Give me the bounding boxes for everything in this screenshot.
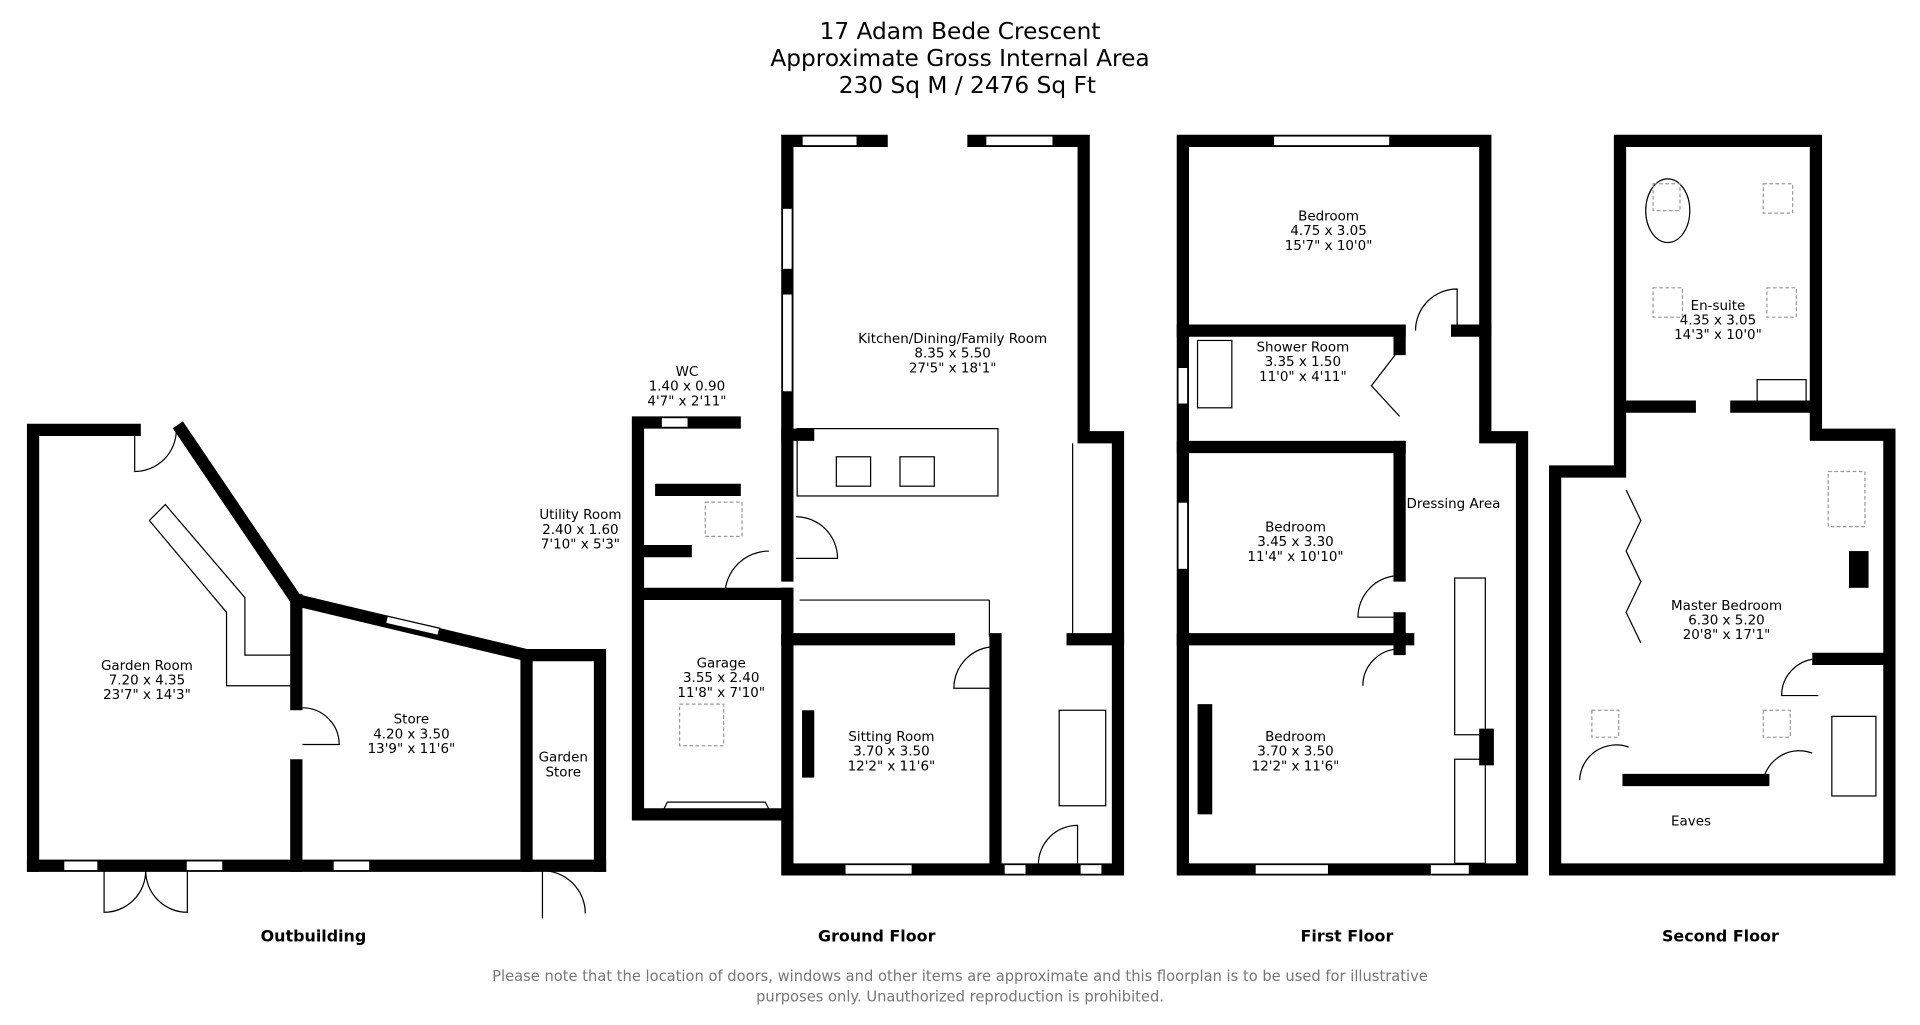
area-label: Approximate Gross Internal Area: [770, 45, 1149, 72]
room-name-garden-store-2: Store: [545, 765, 581, 780]
first-floor-plan: [1176, 134, 1529, 876]
room-name-garden-store: Garden: [539, 751, 588, 766]
room-name-master-bedroom: Master Bedroom: [1671, 599, 1782, 614]
room-metric-kitchen: 8.35 x 5.50: [914, 347, 990, 362]
area-value: 230 Sq M / 2476 Sq Ft: [839, 72, 1096, 99]
room-imperial-store: 13'9" x 11'6": [368, 742, 456, 757]
floor-label-second: Second Floor: [1662, 927, 1779, 946]
room-metric-en-suite: 4.35 x 3.05: [1680, 314, 1756, 329]
room-name-garage: Garage: [697, 656, 746, 671]
room-imperial-sitting: 12'2" x 11'6": [848, 759, 936, 774]
room-metric-garden-room: 7.20 x 4.35: [109, 674, 185, 689]
room-imperial-shower-room: 11'0" x 4'11": [1259, 370, 1347, 385]
room-metric-sitting: 3.70 x 3.50: [853, 745, 929, 760]
floor-label-ground: Ground Floor: [818, 927, 936, 946]
room-name-kitchen: Kitchen/Dining/Family Room: [858, 332, 1047, 347]
room-metric-bedroom-3: 3.70 x 3.50: [1257, 745, 1333, 760]
room-name-bedroom-2: Bedroom: [1265, 520, 1326, 535]
room-name-bedroom-1: Bedroom: [1298, 209, 1359, 224]
second-floor-plan: [1548, 134, 1896, 876]
room-metric-garage: 3.55 x 2.40: [683, 671, 759, 686]
outbuilding-plan: [26, 421, 607, 919]
room-name-sitting: Sitting Room: [848, 730, 934, 745]
room-imperial-bedroom-2: 11'4" x 10'10": [1247, 550, 1343, 565]
room-metric-utility: 2.40 x 1.60: [542, 523, 618, 538]
room-metric-wc: 1.40 x 0.90: [649, 380, 725, 395]
room-metric-master-bedroom: 6.30 x 5.20: [1688, 614, 1764, 629]
room-metric-shower-room: 3.35 x 1.50: [1265, 355, 1341, 370]
room-metric-bedroom-2: 3.45 x 3.30: [1257, 535, 1333, 550]
room-name-store: Store: [394, 713, 430, 728]
room-imperial-wc: 4'7" x 2'11": [647, 394, 726, 409]
room-name-eaves: Eaves: [1671, 814, 1711, 829]
ground-floor-plan: [631, 134, 1125, 876]
floor-label-outbuilding: Outbuilding: [261, 927, 367, 946]
room-name-dressing-area: Dressing Area: [1407, 497, 1501, 512]
room-imperial-kitchen: 27'5" x 18'1": [909, 361, 997, 376]
room-imperial-en-suite: 14'3" x 10'0": [1674, 328, 1762, 343]
floor-label-first: First Floor: [1301, 927, 1394, 946]
room-imperial-master-bedroom: 20'8" x 17'1": [1683, 628, 1771, 643]
room-name-en-suite: En-suite: [1691, 299, 1746, 314]
room-name-garden-room: Garden Room: [101, 659, 193, 674]
disclaimer-line-1: Please note that the location of doors, …: [492, 968, 1428, 985]
room-imperial-bedroom-1: 15'7" x 10'0": [1285, 239, 1373, 254]
room-imperial-garden-room: 23'7" x 14'3": [103, 688, 191, 703]
room-metric-store: 4.20 x 3.50: [373, 727, 449, 742]
room-name-wc: WC: [676, 365, 699, 380]
room-metric-bedroom-1: 4.75 x 3.05: [1290, 224, 1366, 239]
room-name-utility: Utility Room: [539, 508, 621, 523]
disclaimer-line-2: purposes only. Unauthorized reproduction…: [756, 989, 1164, 1006]
room-imperial-garage: 11'8" x 7'10": [677, 686, 765, 701]
address-title: 17 Adam Bede Crescent: [820, 18, 1101, 45]
room-name-bedroom-3: Bedroom: [1265, 730, 1326, 745]
room-imperial-bedroom-3: 12'2" x 11'6": [1252, 759, 1340, 774]
room-name-shower-room: Shower Room: [1257, 340, 1350, 355]
room-imperial-utility: 7'10" x 5'3": [541, 538, 620, 553]
